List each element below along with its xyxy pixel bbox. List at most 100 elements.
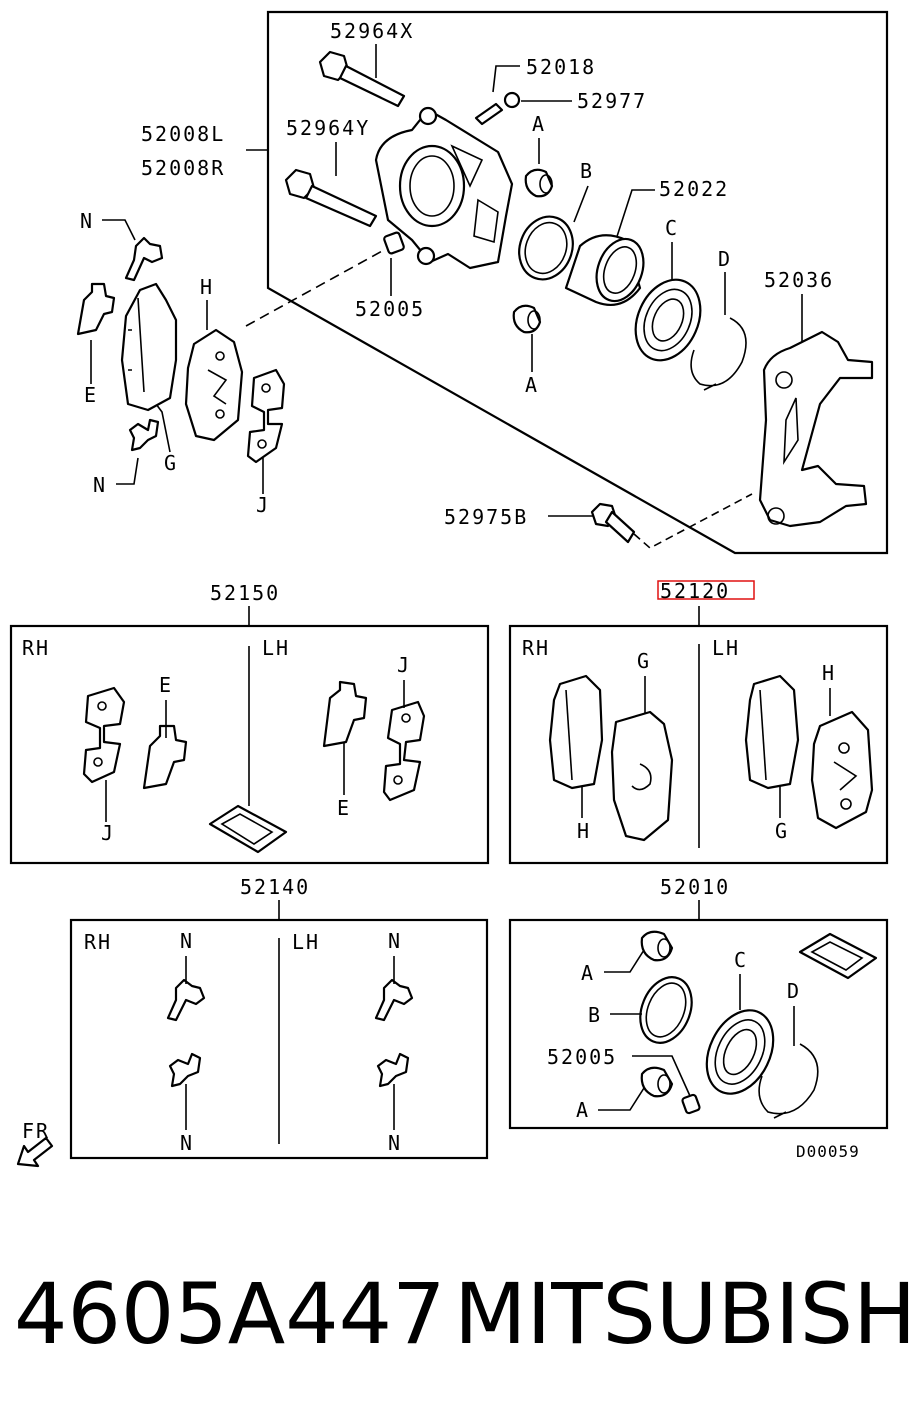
kit-52140-lh: LH bbox=[292, 930, 320, 954]
label-g-top: G bbox=[164, 451, 178, 475]
kit-52140-rh: RH bbox=[84, 930, 112, 954]
guide-bolt-upper bbox=[318, 50, 406, 108]
kit-52010-boot-a-lower bbox=[640, 1066, 674, 1098]
bleeder-screw bbox=[474, 91, 521, 126]
label-52964y: 52964Y bbox=[286, 116, 370, 140]
clip-n-upper bbox=[124, 236, 164, 282]
label-52975b: 52975B bbox=[444, 505, 528, 529]
label-52022: 52022 bbox=[659, 177, 729, 201]
label-a-mid: A bbox=[525, 373, 539, 397]
kit-52010-snap-ring-d bbox=[758, 1043, 819, 1119]
kit-52140-box bbox=[69, 918, 489, 1160]
sleeve-52005 bbox=[383, 231, 405, 255]
kit-52150-lh: LH bbox=[262, 636, 290, 660]
kit-52140-clip-lh-lower bbox=[376, 1052, 410, 1088]
label-n-top: N bbox=[80, 209, 94, 233]
kit-52010-box bbox=[508, 918, 889, 1130]
front-arrow-icon bbox=[16, 1136, 54, 1168]
guide-bolt-lower bbox=[284, 168, 378, 228]
kit-52140-clip-lh-upper bbox=[374, 978, 414, 1022]
kit-52150-packet bbox=[208, 804, 288, 854]
kit-52120-h-rh-label: H bbox=[577, 819, 591, 843]
label-52964x: 52964X bbox=[330, 19, 414, 43]
top-leader-lines bbox=[90, 44, 803, 549]
kit-52120-g-lh-label: G bbox=[775, 819, 789, 843]
shim-e-top bbox=[76, 282, 116, 336]
kit-52010-c: C bbox=[734, 948, 748, 972]
kit-52120-pad-h-rh bbox=[548, 674, 604, 790]
kit-52010-52005: 52005 bbox=[547, 1045, 617, 1069]
kit-52010-a1: A bbox=[581, 961, 595, 985]
label-52977: 52977 bbox=[577, 89, 647, 113]
kit-52010-label: 52010 bbox=[660, 875, 730, 899]
kit-52010-b: B bbox=[588, 1003, 602, 1027]
diagram-code: D00059 bbox=[796, 1142, 860, 1161]
kit-52120-pad-h-lh bbox=[744, 674, 800, 790]
shim-j-top bbox=[246, 368, 286, 464]
caliper-support-52036 bbox=[758, 330, 874, 528]
piston-boot-c bbox=[634, 278, 702, 362]
dust-boot-a-lower bbox=[512, 304, 542, 334]
label-52008l: 52008L bbox=[141, 122, 225, 146]
label-52036: 52036 bbox=[764, 268, 834, 292]
pad-g-top bbox=[120, 282, 178, 412]
label-52018: 52018 bbox=[526, 55, 596, 79]
kit-52150-shim-j-rh bbox=[82, 686, 126, 784]
kit-52150-j-lh-label: J bbox=[397, 653, 411, 677]
kit-52140-label: 52140 bbox=[240, 875, 310, 899]
kit-52150-j-rh-label: J bbox=[101, 821, 115, 845]
support-bolt-52975b bbox=[590, 502, 636, 544]
label-d-top: D bbox=[718, 247, 732, 271]
label-52005-top: 52005 bbox=[355, 297, 425, 321]
piston-52022 bbox=[564, 234, 645, 306]
label-a-top: A bbox=[532, 112, 546, 136]
caliper-assembly-frame bbox=[266, 10, 889, 555]
kit-52150-shim-e-lh bbox=[322, 680, 368, 748]
kit-52150-e-lh-label: E bbox=[337, 796, 351, 820]
kit-52150-shim-e-rh bbox=[142, 724, 188, 790]
kit-52140-clip-rh-upper bbox=[166, 978, 206, 1022]
kit-52120-pad-g-lh bbox=[810, 710, 874, 830]
kit-52010-packet bbox=[798, 932, 878, 980]
label-n-bottom: N bbox=[93, 473, 107, 497]
kit-52140-n3: N bbox=[388, 929, 402, 953]
kit-52140-n1: N bbox=[180, 929, 194, 953]
kit-52120-label: 52120 bbox=[660, 579, 730, 603]
kit-52010-boot-c bbox=[705, 1009, 775, 1095]
kit-52140-n2: N bbox=[180, 1131, 194, 1155]
dust-boot-a-upper bbox=[524, 168, 554, 198]
label-b-top: B bbox=[580, 159, 594, 183]
part-number: 4605A447 bbox=[14, 1265, 446, 1363]
kit-52120-lh: LH bbox=[712, 636, 740, 660]
kit-52120-pad-g-rh bbox=[610, 710, 674, 842]
label-j-top: J bbox=[256, 493, 270, 517]
kit-52120-h-lh-label: H bbox=[822, 661, 836, 685]
label-52008r: 52008R bbox=[141, 156, 225, 180]
kit-52010-sleeve-52005 bbox=[681, 1093, 701, 1115]
part-52120-highlight bbox=[657, 580, 755, 600]
kit-52120-box bbox=[508, 624, 889, 865]
kit-52150-box bbox=[9, 624, 490, 865]
kit-52010-a2: A bbox=[576, 1098, 590, 1122]
kit-52140-n4: N bbox=[388, 1131, 402, 1155]
brand-name: MITSUBISHI bbox=[454, 1265, 909, 1363]
label-h-top: H bbox=[200, 275, 214, 299]
kit-52120-g-rh-label: G bbox=[637, 649, 651, 673]
label-c-top: C bbox=[665, 216, 679, 240]
kit-52010-seal-b bbox=[639, 976, 693, 1044]
pad-h-top bbox=[184, 328, 244, 442]
label-e-top: E bbox=[84, 383, 98, 407]
snap-ring-d bbox=[690, 317, 747, 391]
kit-52010-boot-a-upper bbox=[640, 930, 674, 962]
caliper-body bbox=[374, 106, 514, 270]
kit-52150-label: 52150 bbox=[210, 581, 280, 605]
kit-52150-e-rh-label: E bbox=[159, 673, 173, 697]
clip-n-lower bbox=[128, 418, 160, 452]
kit-52120-rh: RH bbox=[522, 636, 550, 660]
kit-52150-shim-j-lh bbox=[382, 700, 426, 802]
kit-52140-clip-rh-lower bbox=[168, 1052, 202, 1088]
kit-52010-d: D bbox=[787, 979, 801, 1003]
footer: 4605A447 MITSUBISHI bbox=[14, 1265, 909, 1385]
kit-52150-rh: RH bbox=[22, 636, 50, 660]
